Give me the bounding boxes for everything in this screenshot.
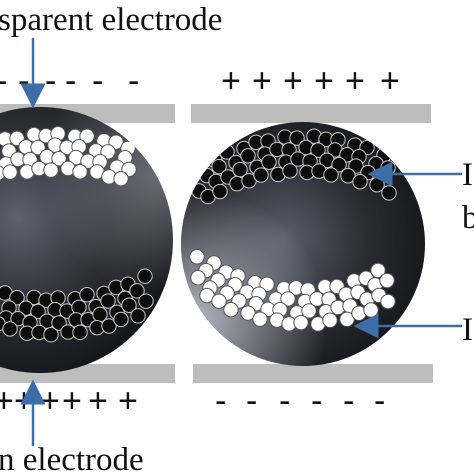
black-particle (30, 303, 46, 320)
white-particle (2, 164, 18, 180)
charge-sign: - (279, 382, 290, 420)
charge-sign: + (62, 382, 82, 420)
left-capsule (0, 107, 173, 373)
black-particle (113, 311, 129, 328)
charge-sign: - (374, 382, 385, 420)
charge-sign: - (92, 62, 103, 100)
black-particle (331, 156, 347, 173)
black-particle (138, 293, 154, 309)
black-particle (381, 185, 397, 201)
charge-sign: - (0, 62, 7, 100)
black-particle (289, 130, 305, 146)
charge-sign: + (380, 62, 400, 100)
black-particle (43, 327, 59, 343)
black-particle (352, 173, 368, 190)
black-particle (72, 324, 88, 341)
black-particle (9, 289, 25, 306)
charge-sign: - (65, 62, 76, 100)
right-bottom-electrode (193, 364, 433, 383)
right-lower-label: I (462, 312, 473, 348)
charge-sign: + (283, 62, 303, 100)
right-bottom-charges: - - - - - - (215, 382, 385, 420)
left-top-charges: - - - - - - (0, 62, 139, 100)
black-particle (101, 318, 117, 334)
white-particle (280, 291, 296, 307)
black-particle (253, 167, 269, 183)
white-particle (363, 302, 379, 318)
charge-sign: - (311, 382, 322, 420)
charge-sign: + (252, 62, 272, 100)
charge-sign: + (88, 382, 108, 420)
bottom-electrode-label: n electrode (0, 442, 144, 474)
black-particle (323, 167, 339, 183)
right-upper-label-line2: b (462, 200, 474, 236)
charge-sign: - (343, 382, 354, 420)
white-particle (113, 170, 129, 187)
white-particle (79, 128, 95, 144)
black-particle (137, 268, 153, 284)
white-particle (223, 301, 239, 318)
black-particle (100, 293, 116, 309)
black-particle (310, 142, 326, 158)
white-particle (51, 150, 67, 167)
white-particle (190, 270, 206, 286)
right-upper-label: I (462, 157, 473, 193)
black-particle (2, 321, 18, 337)
black-particle (190, 158, 206, 174)
white-particle (322, 312, 338, 328)
white-particle (301, 303, 317, 319)
charge-sign: + (118, 382, 138, 420)
charge-sign: - (45, 62, 56, 100)
charge-sign: - (215, 382, 226, 420)
right-top-charges: + + + + + + (221, 62, 400, 100)
left-bottom-charges: + + + + + + (0, 382, 138, 420)
black-particle (211, 158, 227, 175)
black-particle (129, 283, 145, 299)
white-particle (252, 311, 268, 327)
white-particle (380, 293, 396, 310)
charge-sign: - (128, 62, 139, 100)
white-particle (370, 262, 386, 279)
black-particle (261, 154, 277, 170)
black-particle (121, 297, 137, 313)
charge-sign: + (14, 382, 34, 420)
black-particle (240, 148, 256, 164)
black-particle (282, 163, 298, 179)
charge-sign: + (314, 62, 334, 100)
right-top-electrode (191, 104, 431, 123)
charge-sign: - (246, 382, 257, 420)
charge-sign: + (221, 62, 241, 100)
charge-sign: + (40, 382, 60, 420)
white-particle (240, 305, 256, 321)
white-particle (293, 314, 309, 331)
charge-sign: + (345, 62, 365, 100)
white-particle (211, 293, 227, 309)
charge-sign: - (18, 62, 29, 100)
black-particle (130, 308, 146, 324)
white-particle (189, 249, 205, 265)
black-particle (79, 286, 95, 303)
white-particle (379, 272, 395, 289)
top-electrode-label: sparent electrode (0, 2, 222, 38)
right-capsule (181, 122, 425, 366)
charge-sign: + (0, 382, 14, 420)
black-particle (212, 183, 228, 200)
left-particle-group (0, 125, 154, 343)
white-particle (30, 139, 46, 156)
white-particle (72, 164, 88, 180)
white-particle (43, 162, 59, 178)
